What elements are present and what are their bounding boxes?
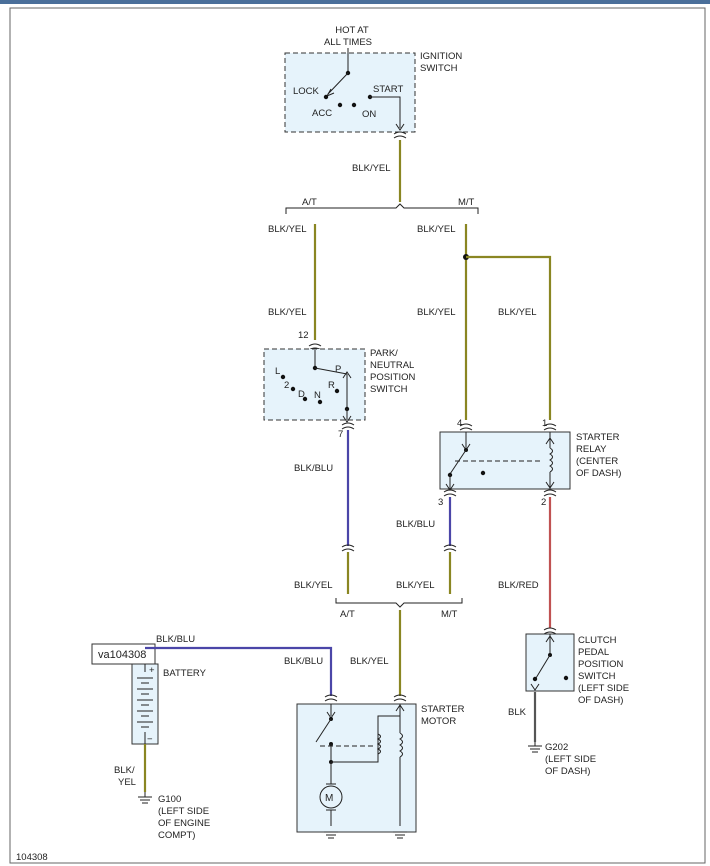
starter-motor: STARTER MOTOR M <box>296 703 465 833</box>
battery-plus: + <box>149 665 155 676</box>
wire-label-ign-out: BLK/YEL <box>352 163 391 174</box>
wire-label-battery-top: BLK/BLU <box>156 634 195 645</box>
hot-at-all-times-line2: ALL TIMES <box>324 37 372 48</box>
pn-label-line3: POSITION <box>370 372 416 383</box>
battery: + − <box>131 663 159 745</box>
diagram-frame <box>9 7 706 864</box>
wire-label-pn-out: BLK/BLU <box>294 463 333 474</box>
g202-label-line2: (LEFT SIDE <box>545 754 596 765</box>
wire-label-mt-2: BLK/YEL <box>417 307 456 318</box>
wire-label-clutch-ground: BLK <box>508 707 527 718</box>
relay-label-line1: STARTER <box>576 432 620 443</box>
wire-label-relay-out: BLK/BLU <box>396 519 435 530</box>
relay-label-line2: RELAY <box>576 444 607 455</box>
hot-at-all-times-line1: HOT AT <box>335 25 369 36</box>
ignition-start-label: START <box>373 84 403 95</box>
wire-label-at-bottom: BLK/YEL <box>294 580 333 591</box>
pn-label-line1: PARK/ <box>370 348 398 359</box>
relay-pin-4: 4 <box>457 418 462 429</box>
wire-label-at-1: BLK/YEL <box>268 224 307 235</box>
diagram-id-code: 104308 <box>16 852 48 863</box>
clutch-label-line5: (LEFT SIDE <box>578 683 629 694</box>
gear-L: L <box>275 366 280 377</box>
top-branch-mt-label: M/T <box>458 197 475 208</box>
wire-label-at-2: BLK/YEL <box>268 307 307 318</box>
ignition-switch-label-line2: SWITCH <box>420 63 458 74</box>
gear-D: D <box>298 389 305 400</box>
ignition-switch-label-line1: IGNITION <box>420 51 462 62</box>
wire-label-starter-in: BLK/YEL <box>350 656 389 667</box>
clutch-pedal-switch: CLUTCH PEDAL POSITION SWITCH (LEFT SIDE … <box>525 633 629 706</box>
clutch-label-line3: POSITION <box>578 659 624 670</box>
wire-label-battery-ground-1: BLK/ <box>114 765 135 776</box>
clutch-label-line2: PEDAL <box>578 647 609 658</box>
pn-label-line2: NEUTRAL <box>370 360 414 371</box>
wire-label-mt-bottom: BLK/YEL <box>396 580 435 591</box>
battery-label: BATTERY <box>163 668 207 679</box>
image-tag-label: va104308 <box>98 649 146 661</box>
top-branch-bracket: A/T M/T <box>285 197 479 214</box>
ground-g202-icon <box>528 742 542 753</box>
wire-label-mt-1: BLK/YEL <box>417 224 456 235</box>
wire-label-battery-ground-2: YEL <box>118 777 136 788</box>
relay-pin-2: 2 <box>541 497 546 508</box>
battery-minus: − <box>147 734 153 745</box>
relay-label-line3: (CENTER <box>576 456 618 467</box>
ground-g100-icon <box>138 792 152 804</box>
wire-label-battery-starter: BLK/BLU <box>284 656 323 667</box>
relay-pin-3: 3 <box>438 497 443 508</box>
gear-2: 2 <box>284 380 289 391</box>
starter-motor-label-line1: STARTER <box>421 704 465 715</box>
ignition-acc-label: ACC <box>312 108 332 119</box>
pn-pin-in: 12 <box>298 330 309 341</box>
ignition-on-label: ON <box>362 109 376 120</box>
g202-label-line3: OF DASH) <box>545 766 590 777</box>
bottom-branch-at-label: A/T <box>340 609 355 620</box>
motor-icon <box>319 785 343 809</box>
wire-label-relay-clutch: BLK/RED <box>498 580 539 591</box>
gear-N: N <box>314 390 321 401</box>
gear-P: P <box>335 364 341 375</box>
g100-label-line2: (LEFT SIDE <box>158 806 209 817</box>
window-top-bar <box>0 0 710 4</box>
bottom-branch-mt-label: M/T <box>441 609 458 620</box>
relay-label-line4: OF DASH) <box>576 468 621 479</box>
top-branch-at-label: A/T <box>302 197 317 208</box>
ground-starter-right-icon <box>393 831 407 839</box>
clutch-label-line6: OF DASH) <box>578 695 623 706</box>
g100-label-line3: OF ENGINE <box>158 818 210 829</box>
park-neutral-switch: PARK/ NEUTRAL POSITION SWITCH L 2 D N R … <box>263 348 416 423</box>
pn-pin-out: 7 <box>338 429 343 440</box>
relay-pin-1: 1 <box>542 418 547 429</box>
ignition-switch: HOT AT ALL TIMES IGNITION SWITCH LOCK AC… <box>284 25 462 139</box>
starter-motor-label-line2: MOTOR <box>421 716 456 727</box>
image-tag-box <box>91 643 156 665</box>
g100-label-line4: COMPT) <box>158 830 195 841</box>
g202-label-line1: G202 <box>545 742 568 753</box>
clutch-label-line1: CLUTCH <box>578 635 617 646</box>
ground-starter-left-icon <box>324 831 338 839</box>
pn-label-line4: SWITCH <box>370 384 408 395</box>
motor-symbol: M <box>325 793 333 804</box>
clutch-label-line4: SWITCH <box>578 671 616 682</box>
bottom-branch-bracket: A/T M/T <box>335 598 463 620</box>
starter-relay: STARTER RELAY (CENTER OF DASH) <box>439 423 621 491</box>
ignition-lock-label: LOCK <box>293 86 320 97</box>
gear-R: R <box>328 380 335 391</box>
g100-label-line1: G100 <box>158 794 181 805</box>
wire-label-mt-3: BLK/YEL <box>498 307 537 318</box>
